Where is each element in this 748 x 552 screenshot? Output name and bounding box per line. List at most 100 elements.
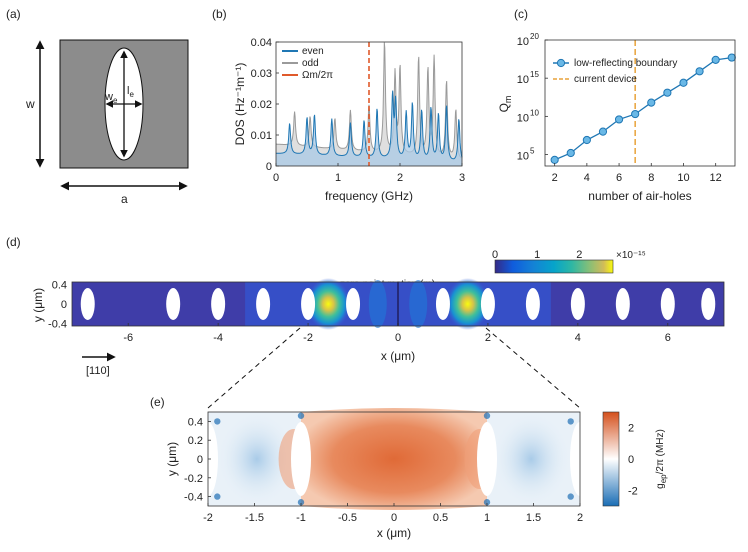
zpm-colorbar-scale: ×10⁻¹⁵	[616, 250, 646, 261]
zpm-xtick-label: 0	[395, 332, 401, 344]
qm-ytick-label: 10	[517, 36, 529, 48]
dos-xtick-label: 2	[397, 172, 403, 184]
qm-ytick-exponent: 20	[530, 32, 539, 41]
gep-clip-left	[196, 412, 208, 506]
zpm-air-hole	[80, 288, 95, 320]
zpm-air-hole	[435, 288, 450, 320]
dos-ytick-label: 0.02	[251, 99, 272, 111]
zpm-xtick-label: -2	[303, 332, 313, 344]
direction-label: [110]	[86, 365, 110, 377]
qm-ytick-label: 10	[517, 74, 529, 86]
zpm-air-hole	[480, 288, 495, 320]
gep-xtick-label: 1.5	[526, 512, 541, 524]
legend-lrb: low-reflecting boundary	[574, 58, 677, 69]
we-label: we	[104, 91, 118, 105]
zpm-heatmap	[72, 278, 724, 330]
dos-xtick-label: 3	[459, 172, 465, 184]
a-label: a	[121, 192, 128, 206]
gep-xtick-label: 1	[484, 512, 490, 524]
dos-ytick-label: 0.04	[251, 37, 272, 49]
qm-xtick-label: 4	[584, 172, 590, 184]
gep-ytick-label: 0.4	[188, 416, 203, 428]
panel-b-label: (b)	[212, 7, 227, 21]
qm-ytick-exponent: 10	[530, 108, 539, 117]
qm-xlabel: number of air-holes	[588, 189, 691, 203]
gep-xtick-label: 0.5	[433, 512, 448, 524]
gep-colorbar-tick-label: 2	[628, 423, 634, 435]
qm-point	[727, 53, 736, 62]
panel-d-label: (d)	[6, 235, 21, 249]
qm-point	[566, 148, 575, 158]
zoom-line-right	[485, 327, 581, 409]
gep-hotspot	[297, 412, 305, 419]
zpm-ytick-label: -0.4	[48, 319, 67, 331]
dos-chart	[275, 42, 463, 166]
legend-odd: odd	[302, 58, 319, 69]
gep-hotspot	[483, 412, 491, 419]
gep-right-lobe	[491, 412, 571, 506]
zpm-inner-lobe	[409, 280, 428, 328]
dos-ytick-label: 0.01	[251, 130, 272, 142]
qm-legend: low-reflecting boundary current device	[553, 58, 677, 85]
legend-omega: Ωm/2π	[302, 70, 333, 81]
gep-colorbar-ticks: 20-2	[628, 423, 638, 498]
panel-c-label: (c)	[514, 7, 528, 21]
gep-center-region	[301, 408, 487, 510]
zpm-air-hole	[660, 288, 675, 320]
qm-xtick-label: 12	[710, 172, 722, 184]
panel-e-label: (e)	[150, 395, 165, 409]
gep-ytick-label: 0	[197, 454, 203, 466]
gep-colorbar-label: gep/2π (MHz)	[655, 429, 668, 489]
zpm-air-hole	[301, 288, 316, 320]
zpm-xtick-label: 6	[665, 332, 671, 344]
dos-ylabel: DOS (Hz⁻¹m⁻¹)	[233, 63, 247, 146]
gep-xtick-label: 0	[391, 512, 397, 524]
gep-hotspot	[567, 493, 574, 500]
qm-xtick-label: 10	[677, 172, 689, 184]
zpm-ylabel: y (μm)	[31, 288, 45, 322]
zpm-colorbar	[494, 259, 614, 274]
gep-hotspot	[214, 418, 221, 425]
w-label: w	[25, 97, 35, 111]
zpm-xlabel: x (μm)	[381, 349, 415, 363]
gep-ytick-label: -0.4	[184, 492, 203, 504]
zpm-xtick-label: 2	[485, 332, 491, 344]
zpm-colorbar-tick-label: 0	[492, 249, 498, 261]
gep-ytick-label: -0.2	[184, 473, 203, 485]
qm-point	[550, 155, 559, 164]
qm-line	[554, 56, 732, 161]
zpm-colorbar-tick-label: 2	[576, 249, 582, 261]
zpm-hotspot	[306, 278, 351, 330]
gep-xtick-label: -1	[296, 512, 306, 524]
zpm-hotspot	[445, 278, 490, 330]
qm-ylabel: Qm	[497, 96, 513, 113]
dos-xtick-label: 1	[335, 172, 341, 184]
qm-point	[614, 115, 624, 124]
qm-point	[679, 78, 688, 87]
dos-ytick-label: 0	[266, 161, 272, 173]
zpm-xtick-label: -4	[213, 332, 223, 344]
panel-d: (d) 012 ×10⁻¹⁵ zero-point motion (m) -6-…	[6, 235, 725, 409]
zpm-air-hole	[346, 288, 361, 320]
legend-lrb-marker	[556, 58, 566, 68]
qm-axes-box	[544, 39, 736, 167]
qm-point	[582, 135, 591, 145]
gep-hotspot	[483, 499, 491, 506]
gep-xtick-label: 2	[577, 512, 583, 524]
qm-point	[663, 88, 672, 97]
dos-legend: even odd Ωm/2π	[282, 46, 333, 81]
qm-point	[711, 55, 720, 64]
gep-xtick-label: -2	[203, 512, 213, 524]
panel-a-label: (a)	[6, 7, 21, 21]
qm-ytick-exponent: 15	[530, 70, 539, 79]
gep-clip-right	[580, 412, 592, 506]
gep-colorbar-tick-label: -2	[628, 485, 638, 497]
gep-xlabel: x (μm)	[377, 526, 411, 540]
gep-air-hole	[477, 422, 497, 496]
